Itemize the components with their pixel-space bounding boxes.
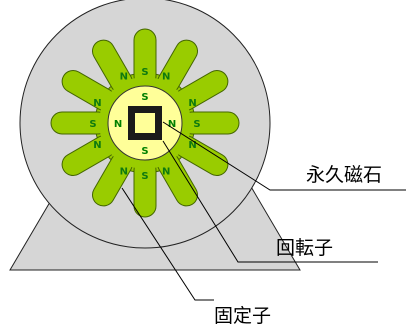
rotor-leader-line <box>162 140 378 263</box>
stator-pole-label: S <box>141 171 148 182</box>
permanent-magnet-label: 永久磁石 <box>306 164 382 186</box>
permanent-magnet <box>128 106 162 140</box>
stator-label: 固定子 <box>214 305 271 327</box>
stator-leader-line <box>121 187 214 301</box>
rotor-pole-label: N <box>168 119 176 130</box>
rotor-pole-label: N <box>114 119 122 130</box>
leader-lines <box>121 121 406 301</box>
rotor-pole-labels: S N S N <box>114 92 176 157</box>
stator-pole-label: N <box>188 98 196 109</box>
magnet-leader-line <box>162 121 406 191</box>
stator-pole-label: N <box>120 71 128 82</box>
rotor-pole-label: S <box>141 92 148 103</box>
stator-pole-label: N <box>188 140 196 151</box>
stator-pole-label: N <box>93 98 101 109</box>
stator-pole-label: S <box>141 67 148 78</box>
stator-pole-label: N <box>162 167 170 178</box>
rotor-pole-label: S <box>141 146 148 157</box>
stator-pole-label: S <box>193 119 200 130</box>
stator-pole-label: N <box>93 140 101 151</box>
stator-pole-label: S <box>89 119 96 130</box>
stator-pole-label: N <box>162 71 170 82</box>
rotor-label: 回転子 <box>276 237 333 259</box>
stator-pole-label: N <box>120 167 128 178</box>
